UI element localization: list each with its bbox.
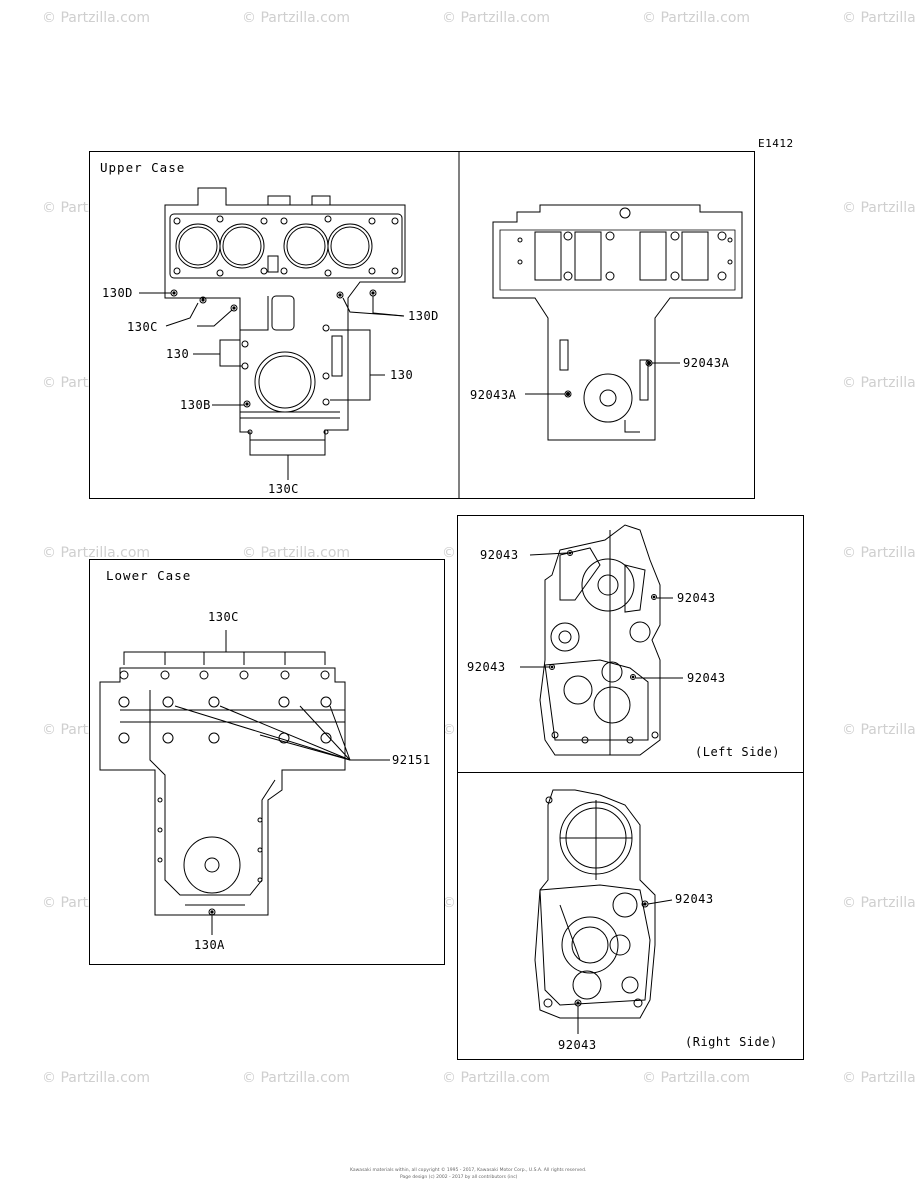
label-92043-left-top: 92043 [480,548,519,562]
label-130D-left: 130D [102,286,133,300]
watermark: © Partzilla.com [442,1070,551,1086]
label-92151: 92151 [392,753,431,767]
label-130-left: 130 [166,347,190,361]
label-92043-right-side: 92043 [675,892,714,906]
upper-case-bottom-drawing [492,204,743,441]
watermark: © Partzilla.com [242,10,351,26]
lower-case-panel [89,559,445,965]
label-130C-left: 130C [127,320,158,334]
left-side-drawing [539,524,661,756]
filled-bolt-markers [172,291,656,1005]
upper-case-top-drawing [164,187,406,441]
label-130C-bottom: 130C [268,482,299,496]
label-92043-left-mid: 92043 [467,660,506,674]
label-92043-bottom: 92043 [558,1038,597,1052]
watermark: © Partzilla.com [442,10,551,26]
right-side-drawing [534,789,656,1019]
label-92043A-left: 92043A [470,388,517,402]
upper-case-bottom-leaders [525,362,680,395]
upper-case-leaders [139,292,405,480]
watermark: © Partzilla.com [842,375,917,391]
diagram-code: E1412 [758,137,794,150]
footer-copyright: Kawasaki materials within, all copyright… [350,1168,587,1173]
left-side-panel [457,515,804,773]
label-130C-top: 130C [208,610,239,624]
left-side-caption: (Left Side) [695,745,780,759]
watermark: © Partzilla.com [842,1070,917,1086]
footer-design: Page design (c) 2002 - 2017 by all contr… [400,1175,518,1180]
watermark: © Partzilla.com [842,545,917,561]
watermark: © Partzilla.com [242,545,351,561]
label-92043-right-mid: 92043 [687,671,726,685]
lower-case-drawing [99,667,346,916]
label-130D-right: 130D [408,309,439,323]
left-side-leaders [520,552,683,679]
upper-case-title: Upper Case [100,160,186,175]
label-92043A-right: 92043A [683,356,730,370]
watermark: © Partzilla.com [842,895,917,911]
upper-case-panel [89,151,755,499]
watermark: © Partzilla.com [42,1070,151,1086]
lower-case-leaders [123,630,390,935]
lower-case-title: Lower Case [106,568,192,583]
watermark: © Partzilla.com [42,545,151,561]
label-130B: 130B [180,398,211,412]
watermark: © Partzilla.com [42,10,151,26]
watermark: © Partzilla.com [842,10,917,26]
watermark: © Partzilla.com [842,722,917,738]
watermark: © Partzilla.com [242,1070,351,1086]
right-side-leaders [577,899,673,1034]
label-92043-right-top: 92043 [677,591,716,605]
label-130A: 130A [194,938,225,952]
watermark: © Partzilla.com [642,10,751,26]
label-130-right: 130 [390,368,414,382]
watermark: © Partzilla.com [842,200,917,216]
watermark: © Partzilla.com [642,1070,751,1086]
right-side-caption: (Right Side) [685,1035,778,1049]
